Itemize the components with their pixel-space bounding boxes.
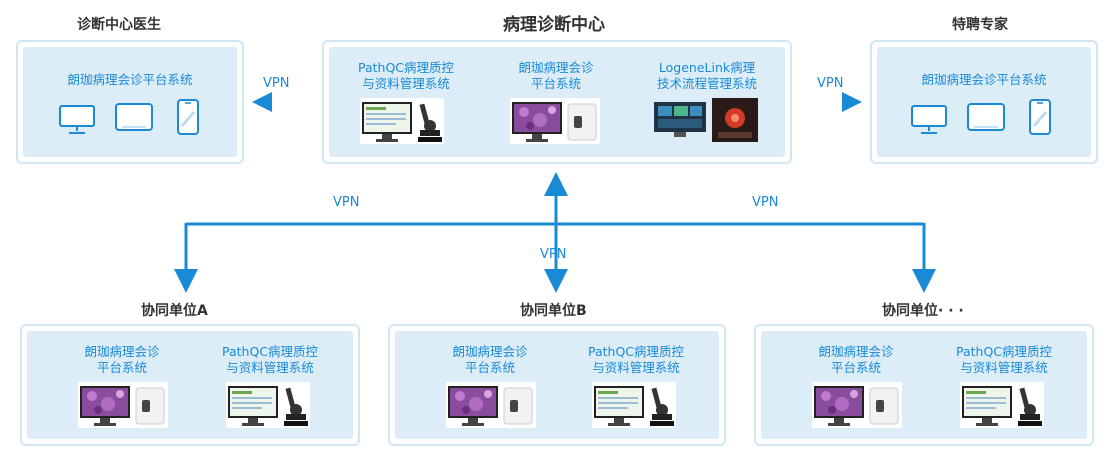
- monitor-icon: [59, 105, 95, 134]
- pathology-slide-screen-icon: [78, 382, 168, 428]
- vpn-label-bus-right: VPN: [752, 195, 779, 210]
- lab-instrument-icon: [712, 98, 758, 142]
- tablet-icon: [967, 103, 1005, 131]
- phone-icon: [177, 99, 199, 135]
- vpn-label-bus-left: VPN: [333, 195, 360, 210]
- center-logenelink-label: LogeneLink病理技术流程管理系统: [656, 60, 757, 91]
- center-panel: PathQC病理质控与资料管理系统 朗珈病理会诊平台系统 LogeneLink病…: [322, 40, 792, 164]
- workstation-microscope-icon: [960, 382, 1044, 428]
- unit-a-panel: 朗珈病理会诊平台系统 PathQC病理质控与资料管理系统: [20, 324, 360, 446]
- unit-b-title: 协同单位B: [520, 303, 587, 319]
- vpn-label-trunk: VPN: [540, 247, 567, 262]
- unit-c-pathqc-label: PathQC病理质控与资料管理系统: [955, 344, 1053, 375]
- tablet-icon: [115, 103, 153, 131]
- unit-b-panel: 朗珈病理会诊平台系统 PathQC病理质控与资料管理系统: [388, 324, 726, 446]
- workstation-microscope-icon: [592, 382, 676, 428]
- unit-b-consult-label: 朗珈病理会诊平台系统: [452, 344, 528, 375]
- pathology-slide-screen-icon: [446, 382, 536, 428]
- unit-a-consult-label: 朗珈病理会诊平台系统: [84, 344, 160, 375]
- phone-icon: [1029, 99, 1051, 135]
- unit-c-panel: 朗珈病理会诊平台系统 PathQC病理质控与资料管理系统: [754, 324, 1094, 446]
- unit-a-pathqc-label: PathQC病理质控与资料管理系统: [221, 344, 319, 375]
- doctor-panel: 朗珈病理会诊平台系统: [16, 40, 244, 164]
- vpn-label-right: VPN: [817, 76, 844, 91]
- pathology-slide-screen-icon: [812, 382, 902, 428]
- monitor-icon: [911, 105, 947, 134]
- expert-panel: 朗珈病理会诊平台系统: [870, 40, 1098, 164]
- doctor-system-label: 朗珈病理会诊平台系统: [67, 72, 193, 87]
- center-consult-label: 朗珈病理会诊平台系统: [518, 60, 594, 91]
- vpn-label-left: VPN: [263, 76, 290, 91]
- left-group-title: 诊断中心医生: [77, 17, 161, 33]
- center-group-title: 病理诊断中心: [503, 15, 605, 35]
- center-pathqc-label: PathQC病理质控与资料管理系统: [357, 60, 455, 91]
- expert-system-label: 朗珈病理会诊平台系统: [921, 72, 1047, 87]
- unit-b-pathqc-label: PathQC病理质控与资料管理系统: [587, 344, 685, 375]
- workstation-microscope-icon: [360, 98, 444, 144]
- unit-c-consult-label: 朗珈病理会诊平台系统: [818, 344, 894, 375]
- right-group-title: 特聘专家: [952, 17, 1008, 33]
- workstation-microscope-icon: [226, 382, 310, 428]
- pathology-slide-screen-icon: [510, 98, 600, 144]
- dashboard-monitor-icon: [654, 100, 706, 140]
- unit-c-title: 协同单位· · ·: [882, 303, 964, 319]
- unit-a-title: 协同单位A: [141, 303, 208, 319]
